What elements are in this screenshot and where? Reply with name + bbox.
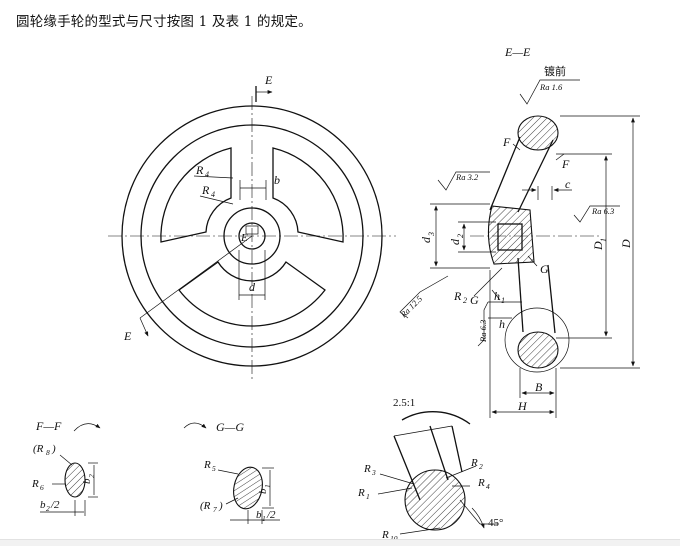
roughness-6-3-b: Ra 6.3 <box>478 320 488 343</box>
gg-b1-half-end: /2 <box>266 509 276 521</box>
ff-b2-vertical: b <box>81 478 93 484</box>
label-F-1: F <box>502 135 511 149</box>
detail-mark-circle <box>504 307 570 373</box>
detail-R4-sub: 4 <box>486 482 490 491</box>
section-title: E—E <box>504 45 531 59</box>
ff-R6: R <box>31 478 39 490</box>
detail-angle: 45° <box>488 517 503 529</box>
label-R2-sub: 2 <box>463 296 467 305</box>
front-view <box>108 86 396 380</box>
detail-R3-sub: 3 <box>371 468 376 477</box>
window-left <box>160 147 232 243</box>
label-D: D <box>619 239 633 249</box>
label-R4-b: R <box>201 183 210 197</box>
detail-R2: R <box>470 457 478 469</box>
ff-R6-sub: 6 <box>40 483 44 492</box>
roughness-3-2: Ra 3.2 <box>455 172 479 182</box>
section-GG <box>183 422 280 524</box>
ff-R8: (R <box>33 443 44 455</box>
detail-view <box>377 411 498 535</box>
label-D1: D <box>591 241 605 251</box>
label-F-2: F <box>561 157 570 171</box>
gg-R5-sub: 5 <box>212 464 216 473</box>
label-h1: h <box>494 289 500 303</box>
ff-b2-half: b <box>40 499 46 511</box>
label-h: h <box>499 317 505 331</box>
section-FF <box>40 423 101 516</box>
ff-R8-end: ) <box>51 443 56 455</box>
detail-R2-sub: 2 <box>479 462 483 471</box>
gg-R5: R <box>203 459 211 471</box>
detail-R10-sub: 10 <box>390 534 398 543</box>
gg-R7-sub: 7 <box>213 505 217 514</box>
detail-scale: 2.5:1 <box>393 397 415 409</box>
window-right <box>272 147 344 243</box>
detail-R10: R <box>381 529 389 541</box>
roughness-12-5: Ra 12.5 <box>398 294 424 320</box>
page-bottom-bar <box>0 539 680 546</box>
section-view <box>399 79 640 418</box>
label-G-1: G <box>540 262 549 276</box>
label-c: c <box>565 177 571 191</box>
label-d2-sub: 2 <box>456 234 465 238</box>
detail-labels: 2.5:1 R 3 R 1 R 2 R 4 R 10 45° <box>357 397 503 543</box>
label-h1-sub: 1 <box>501 296 505 305</box>
detail-R3: R <box>363 463 371 475</box>
label-R2: R <box>453 289 462 303</box>
gg-b1-vertical: b <box>257 488 269 494</box>
label-H: H <box>517 399 528 413</box>
label-d2: d <box>448 238 462 245</box>
detail-R1: R <box>357 487 365 499</box>
ff-labels: F—F (R 8 ) R 6 b 2 b 2 /2 <box>31 419 96 513</box>
detail-R1-sub: 1 <box>366 492 370 501</box>
label-B: B <box>535 380 543 394</box>
roughness-6-3-a: Ra 6.3 <box>591 206 614 216</box>
gg-R7-end: ) <box>218 500 223 512</box>
label-d3-sub: 3 <box>427 232 436 237</box>
label-E-bottom: E <box>123 329 132 343</box>
label-b: b <box>274 173 280 187</box>
label-R4-a-sub: 4 <box>205 170 209 179</box>
gg-b1-half-sub: 1 <box>262 514 266 523</box>
ff-b2-half-end: /2 <box>50 499 60 511</box>
detail-R4: R <box>477 477 485 489</box>
label-R4-b-sub: 4 <box>211 190 215 199</box>
hub-section <box>487 205 535 265</box>
label-G-2: G <box>470 293 479 307</box>
intro-text: 圆轮缘手轮的型式与尺寸按图 1 及表 1 的规定。 <box>16 14 312 30</box>
label-d3: d <box>419 236 433 243</box>
ff-R8-sub: 8 <box>46 448 50 457</box>
label-D1-sub: 1 <box>599 238 608 242</box>
label-R4-a: R <box>195 163 204 177</box>
rim-section-top <box>517 115 559 151</box>
gg-title: G—G <box>216 420 244 434</box>
label-d: d <box>249 280 256 294</box>
ff-b2-vertical-sub: 2 <box>87 474 96 478</box>
gg-labels: G—G R 5 (R 7 ) b 1 b 1 /2 <box>200 420 276 523</box>
roughness-1-6: Ra 1.6 <box>539 82 563 92</box>
gg-b1-half: b <box>256 509 262 521</box>
gg-b1-vertical-sub: 1 <box>263 484 272 488</box>
ff-title: F—F <box>35 419 62 433</box>
front-labels: E E E R 4 R 4 b d <box>123 73 280 343</box>
ff-b2-half-sub: 2 <box>46 504 50 513</box>
plating-note: 镀前 <box>544 64 566 78</box>
label-E-center: E <box>240 232 248 244</box>
rim-section-bottom <box>517 331 559 369</box>
gg-R7: (R <box>200 500 211 512</box>
label-E-top: E <box>264 73 273 87</box>
